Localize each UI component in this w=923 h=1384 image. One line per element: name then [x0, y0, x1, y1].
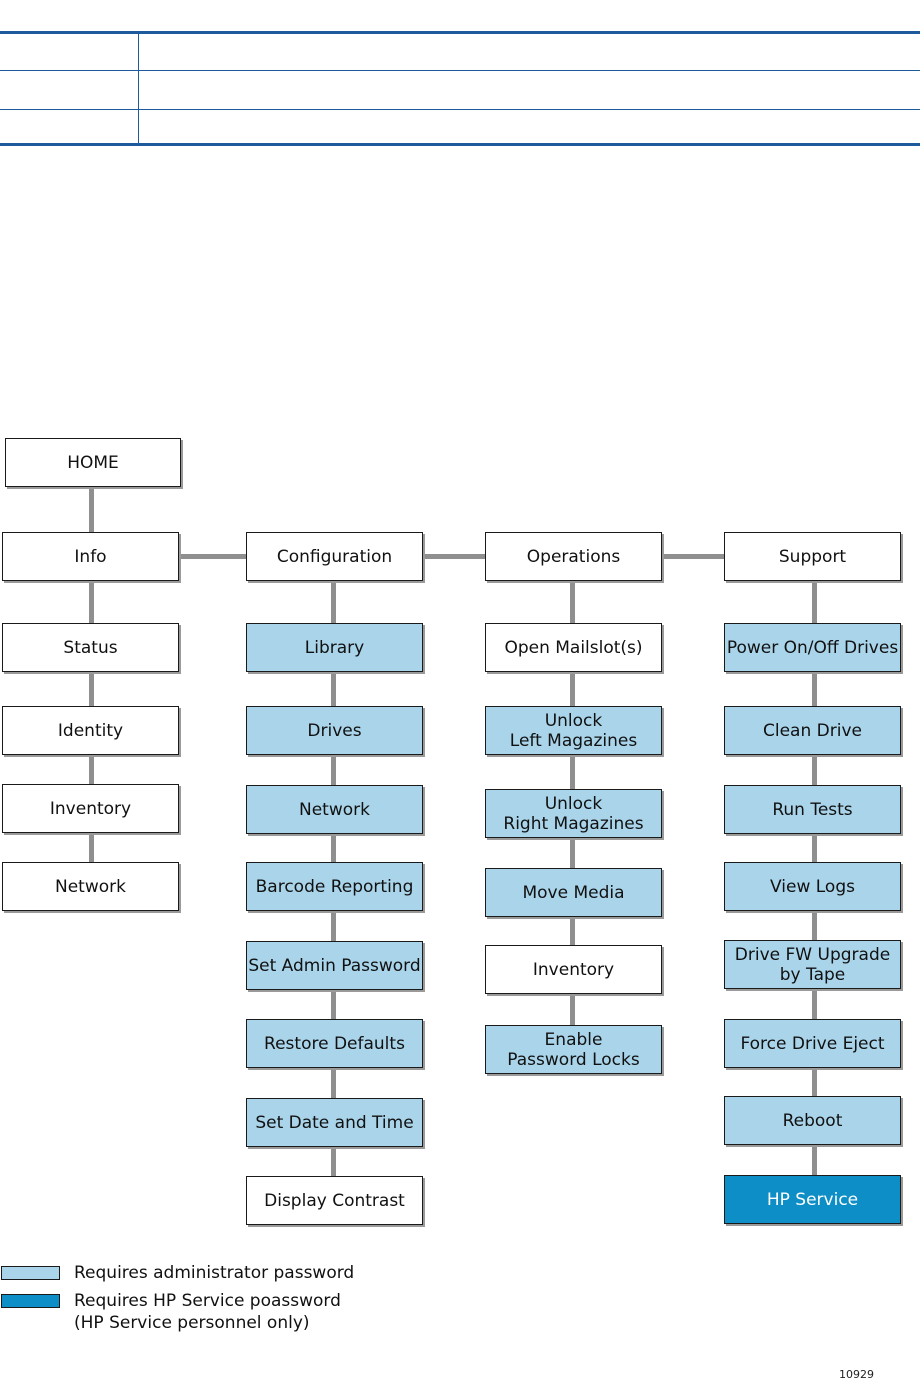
figure-number: 10929	[839, 1368, 874, 1381]
node-info-status: Status	[2, 623, 179, 672]
node-cfg-restore-defaults: Restore Defaults	[246, 1019, 423, 1068]
table-top-rule	[0, 31, 920, 34]
table-row	[0, 110, 920, 143]
table-bottom-rule	[0, 143, 920, 146]
node-cfg-drives: Drives	[246, 706, 423, 755]
legend-swatch-admin	[1, 1266, 60, 1280]
node-sup-run-tests: Run Tests	[724, 785, 901, 834]
node-cfg-display-contrast: Display Contrast	[246, 1176, 423, 1225]
node-ops-unlock-left: Unlock Left Magazines	[485, 706, 662, 755]
connector	[422, 554, 486, 559]
node-home: HOME	[5, 438, 181, 487]
node-configuration: Configuration	[246, 532, 423, 581]
table-row-rule	[0, 109, 920, 110]
node-sup-force-drive-eject: Force Drive Eject	[724, 1019, 901, 1068]
node-info-network: Network	[2, 862, 179, 911]
node-sup-hp-service: HP Service	[724, 1175, 901, 1224]
table-row	[0, 34, 920, 70]
node-sup-view-logs: View Logs	[724, 862, 901, 911]
node-sup-drive-fw-upgrade: Drive FW Upgrade by Tape	[724, 940, 901, 989]
node-ops-enable-password-locks: Enable Password Locks	[485, 1025, 662, 1074]
connector	[178, 554, 247, 559]
node-ops-move-media: Move Media	[485, 868, 662, 917]
node-cfg-set-admin-password: Set Admin Password	[246, 941, 423, 990]
node-ops-unlock-right: Unlock Right Magazines	[485, 789, 662, 838]
node-cfg-library: Library	[246, 623, 423, 672]
node-support: Support	[724, 532, 901, 581]
node-sup-power-drives: Power On/Off Drives	[724, 623, 901, 672]
table-row	[0, 71, 920, 109]
node-ops-inventory: Inventory	[485, 945, 662, 994]
legend-label-admin: Requires administrator password	[74, 1263, 355, 1283]
node-cfg-network: Network	[246, 785, 423, 834]
node-sup-reboot: Reboot	[724, 1096, 901, 1145]
legend-label-hp-service: Requires HP Service poassword (HP Servic…	[74, 1291, 341, 1333]
node-info-inventory: Inventory	[2, 784, 179, 833]
table-column-divider	[138, 31, 139, 145]
node-ops-open-mailslot: Open Mailslot(s)	[485, 623, 662, 672]
node-sup-clean-drive: Clean Drive	[724, 706, 901, 755]
connector	[89, 486, 94, 533]
node-operations: Operations	[485, 532, 662, 581]
legend-swatch-hp-service	[1, 1294, 60, 1308]
connector	[661, 554, 725, 559]
node-cfg-set-date-time: Set Date and Time	[246, 1098, 423, 1147]
node-info-identity: Identity	[2, 706, 179, 755]
node-info: Info	[2, 532, 179, 581]
node-cfg-barcode-reporting: Barcode Reporting	[246, 862, 423, 911]
table-header-rule	[0, 70, 920, 71]
